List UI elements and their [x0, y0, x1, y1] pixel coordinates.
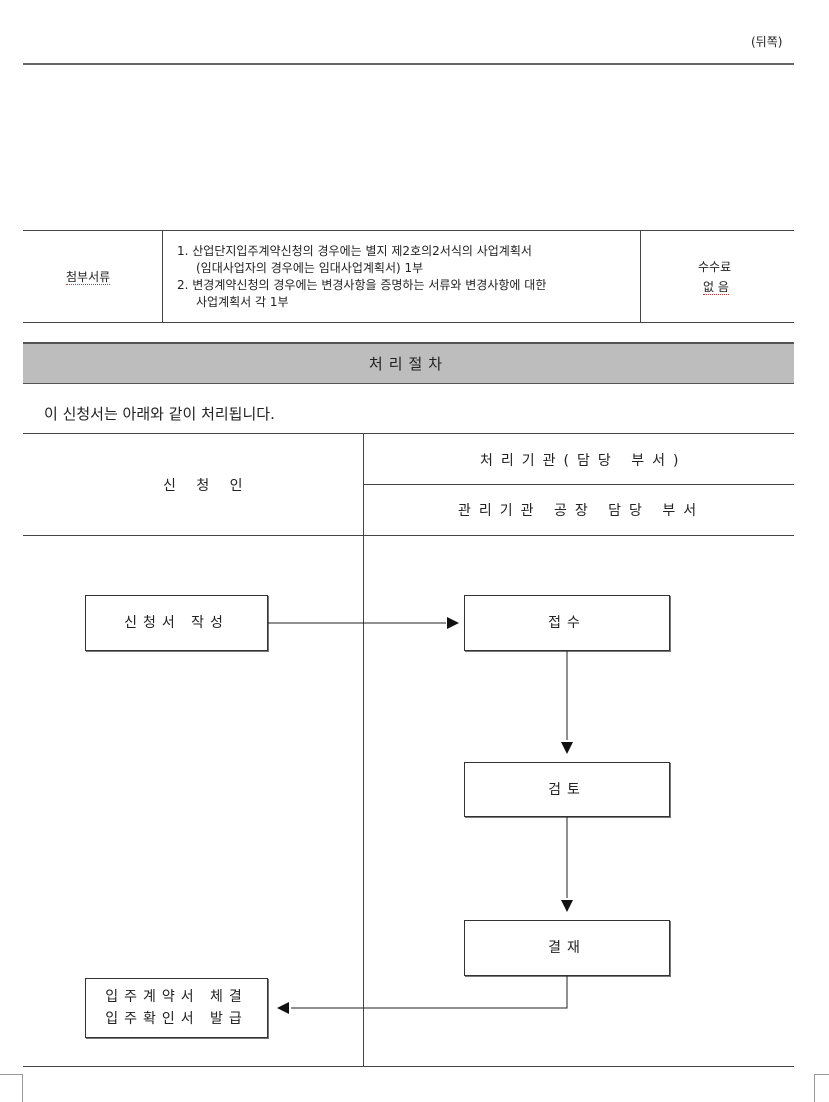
page-corner-mark-left-v: [22, 1074, 23, 1102]
page-corner-mark-right-v: [814, 1074, 815, 1102]
arrow-head-left-icon: [277, 1002, 289, 1014]
procedure-table-bottom: [23, 1066, 794, 1067]
arrow-head-right-icon: [447, 617, 459, 629]
applicant-header: 신 청 인: [163, 478, 251, 494]
procedure-intro: 이 신청서는 아래와 같이 처리됩니다.: [44, 405, 275, 423]
procedure-header-bottom: [23, 535, 794, 536]
page-corner-mark-right: [814, 1074, 829, 1075]
top-rule: [23, 63, 794, 65]
arrow-approve-to-result-line: [291, 976, 568, 1009]
step-result-line-2: 입주확인서 발급: [105, 1011, 248, 1027]
attachments-bottom-border: [23, 322, 794, 323]
page-corner-mark-left: [0, 1074, 22, 1075]
procedure-table-top: [23, 433, 794, 434]
attachments-top-border: [23, 230, 794, 231]
agency-subheader: 관리기관 공장 담당 부서: [458, 503, 705, 519]
step-result: 입주계약서 체결 입주확인서 발급: [85, 978, 268, 1038]
fee-value: 없 음: [703, 280, 729, 295]
attachment-item-1-cont: (임대사업자의 경우에는 임대사업계획서) 1부: [196, 261, 424, 275]
page-side-label: (뒤쪽): [751, 35, 783, 49]
arrow-head-down-icon-1: [561, 742, 573, 754]
arrow-head-down-icon-2: [561, 900, 573, 912]
step-write-application: 신청서 작성: [85, 595, 268, 651]
procedure-title: 처리절차: [23, 342, 794, 384]
attachments-divider-1: [162, 230, 163, 322]
procedure-column-divider: [363, 433, 364, 1066]
attachments-label: 첨부서류: [66, 270, 111, 285]
agency-header: 처리기관(담당 부서): [480, 453, 687, 469]
fee-label: 수수료: [698, 260, 732, 274]
attachment-item-2: 2. 변경계약신청의 경우에는 변경사항을 증명하는 서류와 변경사항에 대한: [177, 278, 547, 292]
step-review: 검토: [464, 762, 670, 817]
step-approve: 결재: [464, 920, 670, 976]
step-receive: 접수: [464, 595, 670, 651]
step-result-line-1: 입주계약서 체결: [105, 989, 248, 1005]
attachments-divider-2: [640, 230, 641, 322]
agency-header-divider: [363, 484, 794, 485]
attachment-item-2-cont: 사업계획서 각 1부: [196, 295, 289, 309]
attachment-item-1: 1. 산업단지입주계약신청의 경우에는 별지 제2호의2서식의 사업계획서: [177, 244, 532, 258]
